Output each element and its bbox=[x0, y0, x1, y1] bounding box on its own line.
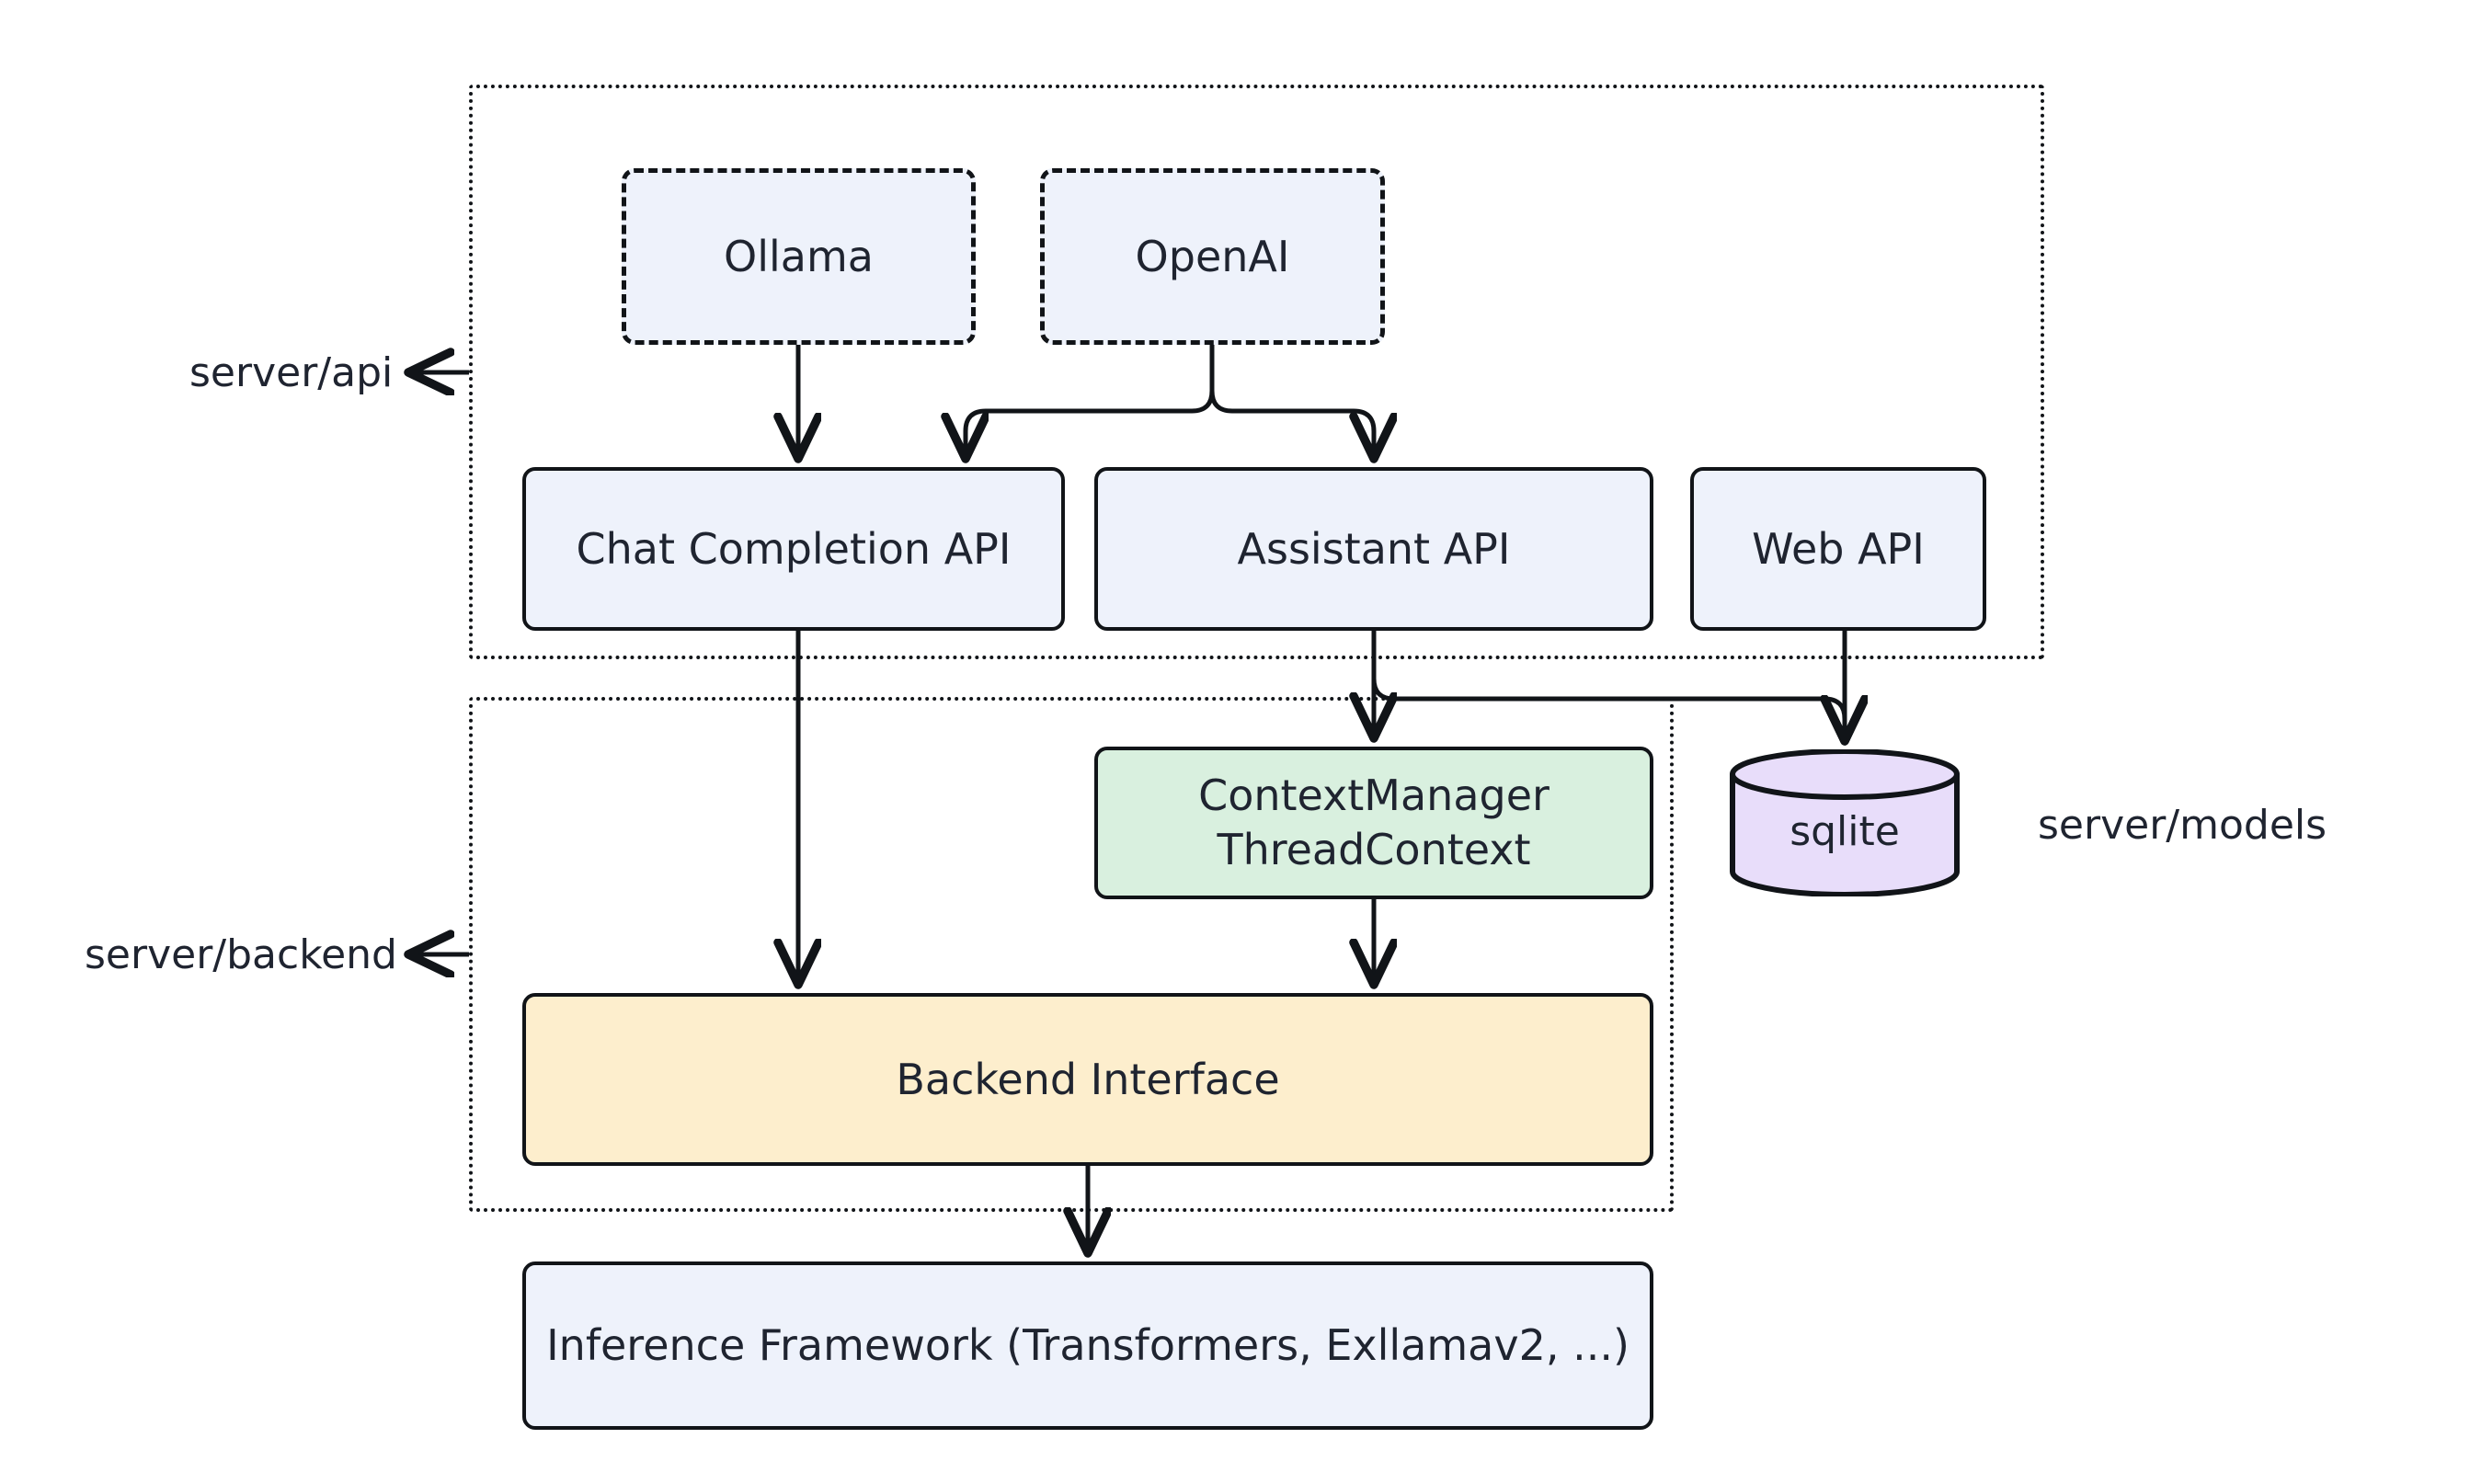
node-ollama[interactable]: Ollama bbox=[622, 168, 976, 345]
group-label-server-models: server/models bbox=[2038, 801, 2327, 849]
node-assistant-api[interactable]: Assistant API bbox=[1094, 467, 1653, 631]
group-label-server-backend: server/backend bbox=[85, 930, 397, 978]
node-sqlite-cylinder[interactable]: sqlite bbox=[1729, 749, 1961, 896]
node-web-api[interactable]: Web API bbox=[1690, 467, 1986, 631]
group-server-api bbox=[469, 85, 2044, 659]
group-label-server-api: server/api bbox=[189, 348, 394, 396]
node-sqlite-label: sqlite bbox=[1790, 807, 1900, 855]
cylinder-shape bbox=[1730, 749, 1960, 896]
node-chat-completion-api[interactable]: Chat Completion API bbox=[522, 467, 1065, 631]
node-inference-framework[interactable]: Inference Framework (Transformers, Exlla… bbox=[522, 1261, 1653, 1430]
node-backend-interface[interactable]: Backend Interface bbox=[522, 993, 1653, 1166]
node-openai[interactable]: OpenAI bbox=[1040, 168, 1385, 345]
group-server-backend bbox=[469, 697, 1674, 1212]
node-context-manager[interactable]: ContextManager ThreadContext bbox=[1094, 747, 1653, 899]
